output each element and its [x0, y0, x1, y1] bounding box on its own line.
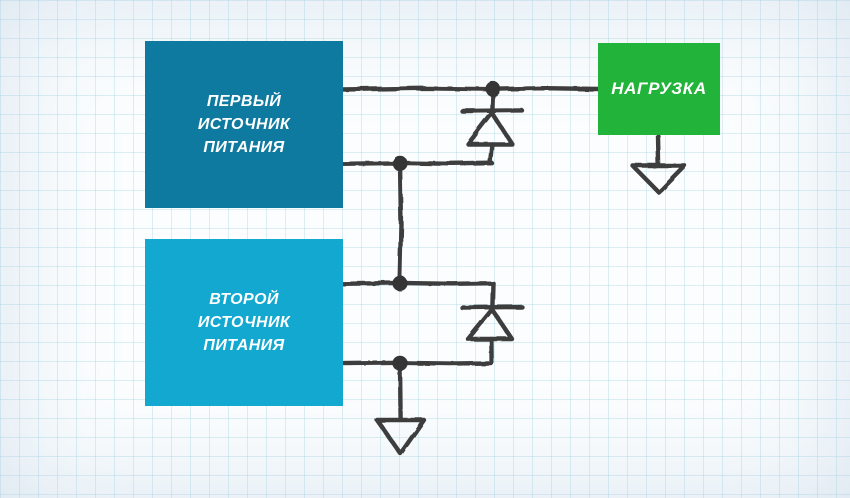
block-second-power-source: ВТОРОЙ ИСТОЧНИК ПИТАНИЯ: [145, 239, 343, 406]
ground-bottom-triangle: [374, 417, 427, 456]
first-source-label-line1: ПЕРВЫЙ: [206, 93, 282, 110]
second-source-label-line3: ПИТАНИЯ: [203, 337, 285, 354]
wire-vertical-bus: [397, 160, 404, 286]
ground-symbol-load: [630, 133, 688, 195]
diode2-triangle: [465, 307, 515, 342]
diode1-symbol: [459, 88, 525, 166]
wire-source1-to-load: [338, 86, 602, 92]
diode1-anode-stub: [487, 141, 495, 166]
diode1-cathode-stub: [490, 88, 496, 113]
wire-source2-top: [338, 280, 496, 286]
ground-load-stub: [655, 133, 661, 167]
junction-dot-source2-top: [392, 275, 408, 291]
diode1-triangle: [465, 110, 515, 147]
wire-source2-bottom: [338, 360, 494, 366]
block-load: НАГРУЗКА: [598, 43, 720, 135]
wire-source1-bottom: [338, 160, 495, 166]
junction-dot-source2-bottom: [392, 355, 408, 371]
load-label: НАГРУЗКА: [611, 79, 707, 98]
diode2-cathode-bar: [459, 304, 525, 310]
second-source-label-line1: ВТОРОЙ: [209, 291, 279, 308]
ground-bottom-stub: [397, 361, 403, 421]
junction-dot-source1-bottom: [392, 155, 408, 171]
block-first-power-source: ПЕРВЫЙ ИСТОЧНИК ПИТАНИЯ: [145, 41, 343, 208]
second-source-label-line2: ИСТОЧНИК: [197, 314, 291, 331]
ground-load-triangle: [630, 163, 688, 195]
first-source-label-line3: ПИТАНИЯ: [203, 139, 285, 156]
ground-symbol-bottom: [374, 361, 427, 456]
first-source-label-line2: ИСТОЧНИК: [197, 116, 291, 133]
diode2-cathode-stub: [490, 280, 496, 309]
junction-dot-load-line: [485, 81, 501, 97]
diode2-symbol: [459, 280, 525, 365]
diode1-cathode-bar: [459, 108, 525, 114]
